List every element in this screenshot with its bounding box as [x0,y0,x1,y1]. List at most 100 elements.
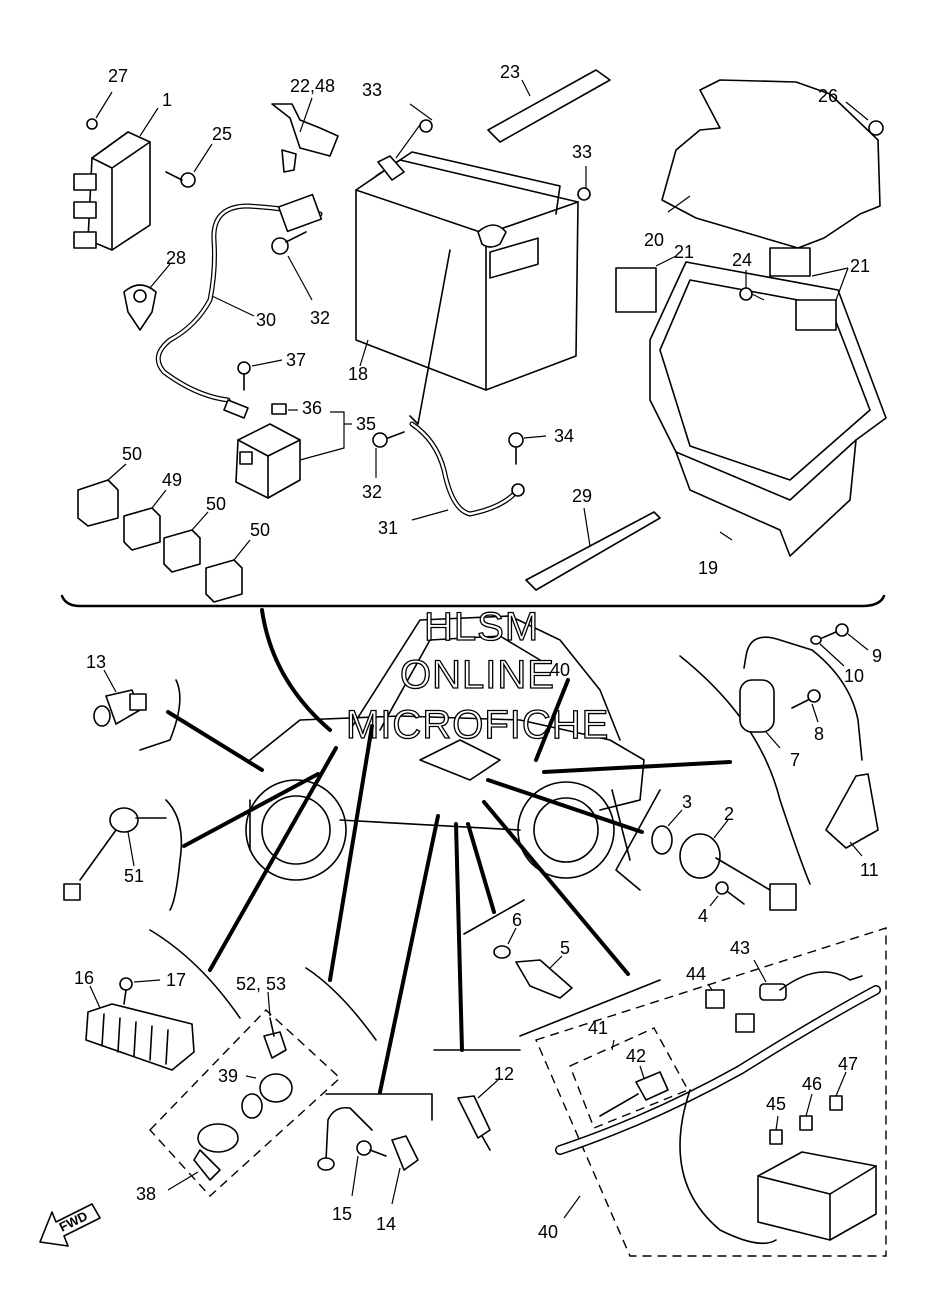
callout-21-right[interactable]: 21 [850,256,870,276]
callout-23[interactable]: 23 [500,62,520,82]
fuse-box-40[interactable] [757,1151,877,1241]
callout-26[interactable]: 26 [818,86,838,106]
callout-33-right[interactable]: 33 [572,142,592,162]
ecu-part[interactable] [73,131,151,251]
bolt-4[interactable] [715,881,745,905]
callout-50-b[interactable]: 50 [206,494,226,514]
relay-35[interactable] [235,423,301,499]
bolt-8[interactable] [791,689,821,709]
callout-19[interactable]: 19 [698,558,718,578]
relay-44[interactable] [705,989,755,1033]
callout-9[interactable]: 9 [872,646,882,666]
regulator-16[interactable] [85,1003,195,1071]
callout-38[interactable]: 38 [136,1184,156,1204]
fuse-holder-49[interactable] [123,507,161,551]
callout-47[interactable]: 47 [838,1054,858,1074]
callout-17[interactable]: 17 [166,970,186,990]
cable-30-cap[interactable] [277,193,323,233]
battery-18[interactable] [355,151,579,391]
callout-25[interactable]: 25 [212,124,232,144]
callout-52-53[interactable]: 52, 53 [236,974,286,994]
callout-2[interactable]: 2 [724,804,734,824]
callout-50-c[interactable]: 50 [250,520,270,540]
callout-11[interactable]: 11 [860,860,879,880]
grommet-27[interactable] [86,118,98,130]
callout-50-a[interactable]: 50 [122,444,142,464]
cover-20[interactable] [661,79,881,249]
callout-37[interactable]: 37 [286,350,306,370]
callout-40-bottom[interactable]: 40 [538,1222,558,1242]
callout-41[interactable]: 41 [588,1018,608,1038]
nut-33-right[interactable] [577,187,591,201]
callout-32-upper[interactable]: 32 [310,308,330,328]
callout-6[interactable]: 6 [512,910,522,930]
callout-8[interactable]: 8 [814,724,824,744]
bracket-14[interactable] [391,1135,419,1171]
callout-10[interactable]: 10 [844,666,864,686]
callout-13[interactable]: 13 [86,652,106,672]
clip-28[interactable] [123,284,157,331]
callout-14[interactable]: 14 [376,1214,396,1234]
bolt-32-lower[interactable] [372,431,405,448]
fuse-45[interactable] [769,1129,783,1145]
callout-44[interactable]: 44 [686,964,706,984]
main-switch-38[interactable] [193,1123,239,1181]
callout-43[interactable]: 43 [730,938,750,958]
fuse-47[interactable] [829,1095,843,1111]
sensor-5[interactable] [515,959,573,999]
fuse-holder-50-a[interactable] [77,479,119,527]
grommet-33-left[interactable] [419,119,433,133]
callout-28[interactable]: 28 [166,248,186,268]
sensor-15[interactable] [317,1106,387,1171]
fuse-36[interactable] [271,403,287,415]
callout-29[interactable]: 29 [572,486,592,506]
cap-39[interactable] [241,1073,293,1119]
washer-10[interactable] [810,635,822,645]
bolt-26[interactable] [868,120,884,136]
bolt-17[interactable] [119,977,133,1005]
callout-46[interactable]: 46 [802,1074,822,1094]
callout-16[interactable]: 16 [74,968,94,988]
fuse-holder-50-c[interactable] [205,559,243,603]
callout-33-left[interactable]: 33 [362,80,382,100]
callout-35[interactable]: 35 [356,414,376,434]
callout-24[interactable]: 24 [732,250,752,270]
callout-18[interactable]: 18 [348,364,368,384]
key-52-53[interactable] [263,1017,287,1059]
callout-51[interactable]: 51 [124,866,144,886]
fuse-46[interactable] [799,1115,813,1131]
sensor-51[interactable] [63,807,167,901]
callout-39[interactable]: 39 [218,1066,238,1086]
bolt-24[interactable] [739,287,753,301]
switch-13[interactable] [93,689,147,727]
callout-45[interactable]: 45 [766,1094,786,1114]
ignition-coil-7[interactable] [739,636,813,733]
connector-42[interactable] [599,1071,669,1117]
bolt-37[interactable] [237,361,251,391]
fuse-holder-50-b[interactable] [163,529,201,573]
callout-7[interactable]: 7 [790,750,800,770]
bolt-34[interactable] [508,432,524,465]
callout-34[interactable]: 34 [554,426,574,446]
callout-1[interactable]: 1 [162,90,172,110]
sensor-2[interactable] [679,833,797,911]
spark-plug-12[interactable] [457,1095,491,1151]
callout-27[interactable]: 27 [108,66,128,86]
callout-12[interactable]: 12 [494,1064,514,1084]
callout-5[interactable]: 5 [560,938,570,958]
callout-4[interactable]: 4 [698,906,708,926]
callout-42[interactable]: 42 [626,1046,646,1066]
callout-36[interactable]: 36 [302,398,322,418]
o-ring-3[interactable] [651,825,673,855]
wire-harness-40[interactable] [555,985,881,1245]
callout-30[interactable]: 30 [256,310,276,330]
callout-31[interactable]: 31 [378,518,398,538]
washer-6[interactable] [493,945,511,959]
callout-22-48[interactable]: 22,48 [290,76,335,96]
strap-23[interactable] [487,69,611,143]
battery-box-19[interactable] [615,247,887,557]
callout-21-left[interactable]: 21 [674,242,694,262]
bolt-25[interactable] [165,171,196,188]
callout-15[interactable]: 15 [332,1204,352,1224]
bolt-9[interactable] [821,623,849,639]
